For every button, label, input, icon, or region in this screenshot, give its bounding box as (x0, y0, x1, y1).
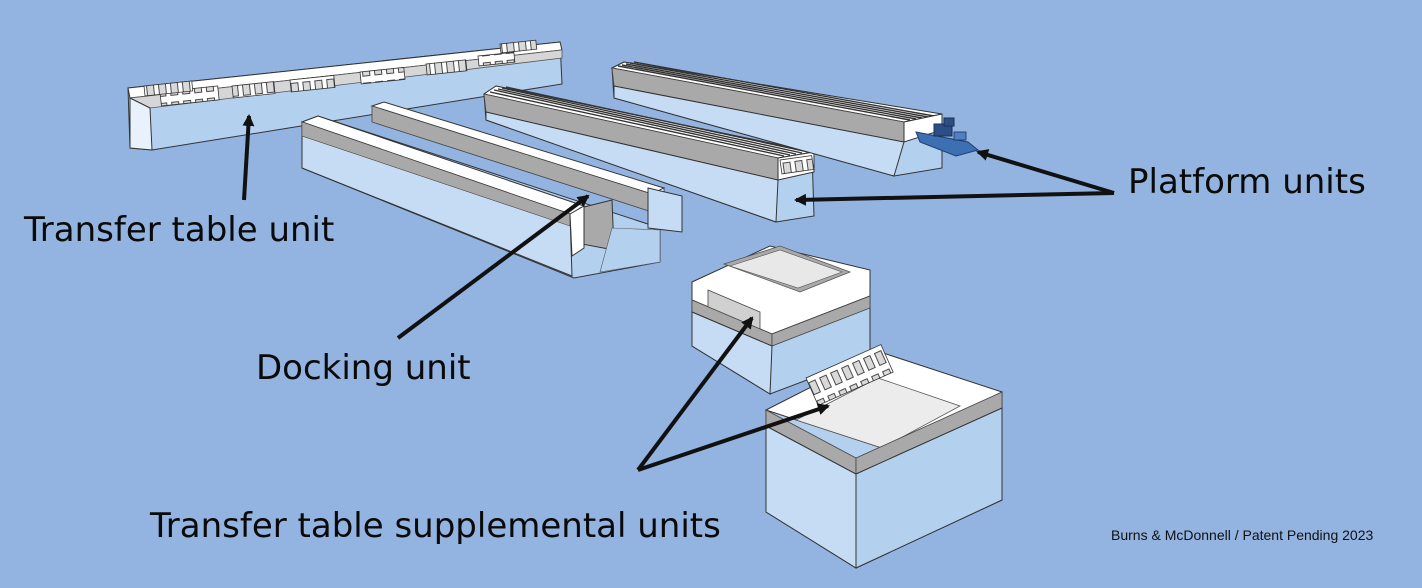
arrow-platform-middle (794, 191, 1115, 206)
arrow-transfer-table (242, 114, 255, 201)
callout-arrows (242, 114, 1115, 472)
supplemental-unit-upper-illustration (691, 245, 871, 395)
label-docking-unit: Docking unit (256, 348, 471, 388)
platform-unit-right-illustration (610, 61, 980, 177)
label-supplemental-units: Transfer table supplemental units (150, 506, 721, 546)
platform-unit-middle-illustration (482, 85, 815, 223)
supplemental-unit-lower-illustration (764, 344, 1004, 569)
label-platform-units: Platform units (1128, 162, 1366, 202)
arrow-supplemental-upper (636, 316, 754, 472)
docking-unit-illustration (300, 101, 683, 279)
label-transfer-table-unit: Transfer table unit (24, 210, 335, 250)
arrow-docking (396, 194, 590, 340)
vessel-icon (915, 117, 980, 157)
transfer-table-unit-illustration (127, 39, 563, 151)
arrow-supplemental-lower (637, 403, 830, 472)
arrow-platform-right (976, 149, 1115, 195)
credit-text: Burns & McDonnell / Patent Pending 2023 (1111, 527, 1374, 543)
